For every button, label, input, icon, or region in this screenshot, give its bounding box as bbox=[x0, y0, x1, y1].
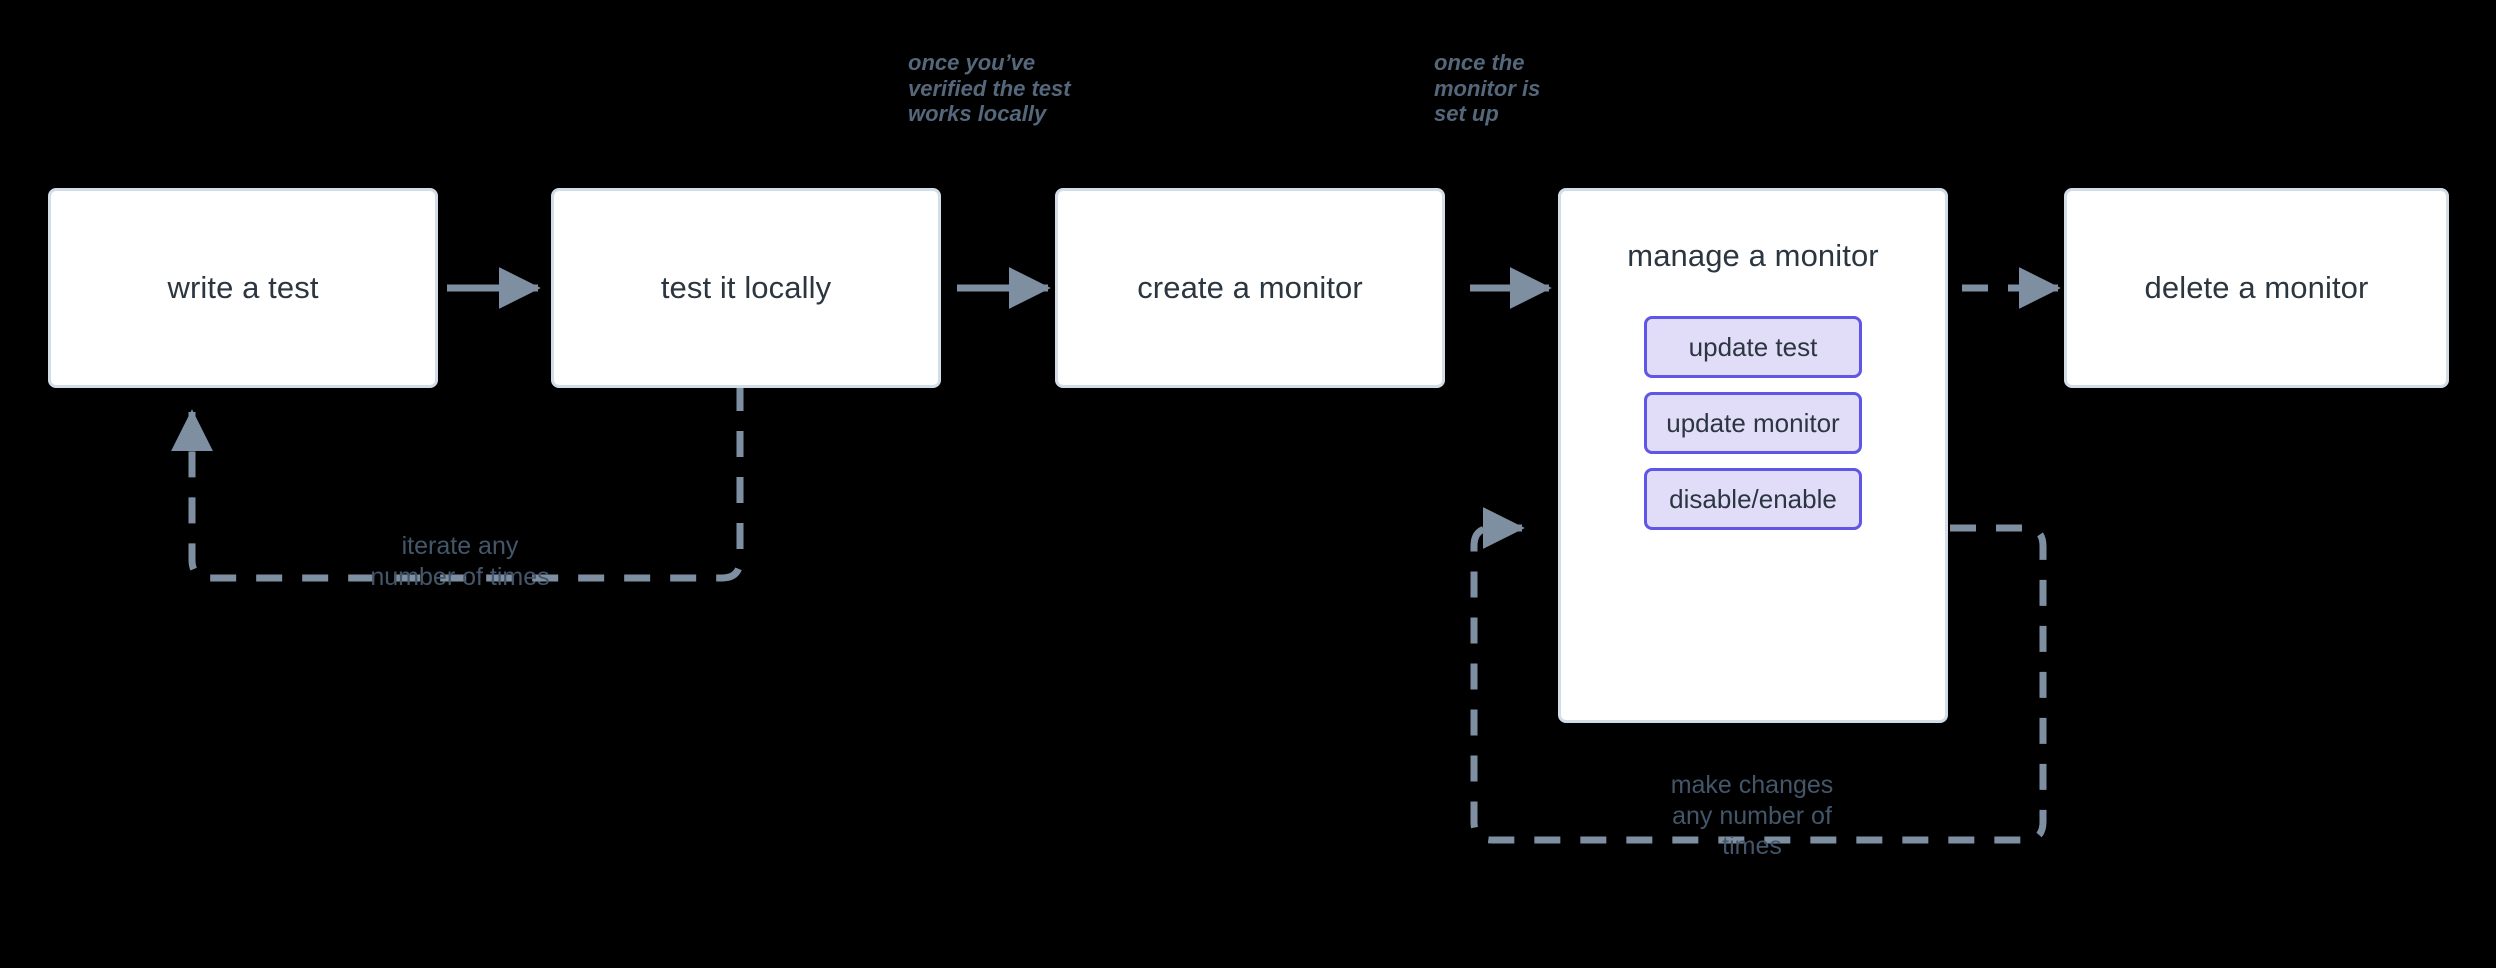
node-delete-a-monitor[interactable]: delete a monitor bbox=[2064, 188, 2449, 388]
subnode-disable-enable[interactable]: disable/enable bbox=[1644, 468, 1862, 531]
edge-note-once-set-up: once the monitor is set up bbox=[1434, 50, 1541, 127]
subnode-label-update-test: update test bbox=[1688, 331, 1818, 362]
node-label-manage-a-monitor: manage a monitor bbox=[1627, 238, 1879, 273]
subnode-update-monitor[interactable]: update monitor bbox=[1644, 392, 1862, 455]
node-label-test-it-locally: test it locally bbox=[660, 270, 832, 306]
loop-note-iterate: iterate any number of times bbox=[370, 532, 550, 591]
node-label-write-a-test: write a test bbox=[167, 270, 319, 306]
node-label-create-a-monitor: create a monitor bbox=[1137, 270, 1363, 306]
node-write-a-test[interactable]: write a test bbox=[48, 188, 438, 388]
subnode-update-test[interactable]: update test bbox=[1644, 316, 1862, 379]
node-label-delete-a-monitor: delete a monitor bbox=[2144, 270, 2369, 306]
subnode-label-update-monitor: update monitor bbox=[1666, 407, 1840, 438]
subnode-label-disable-enable: disable/enable bbox=[1669, 483, 1837, 514]
manage-a-monitor-actions: update test update monitor disable/enabl… bbox=[1561, 316, 1945, 531]
node-create-a-monitor[interactable]: create a monitor bbox=[1055, 188, 1445, 388]
node-manage-a-monitor[interactable]: manage a monitor update test update moni… bbox=[1558, 188, 1948, 723]
node-test-it-locally[interactable]: test it locally bbox=[551, 188, 941, 388]
edge-note-once-verified: once you’ve verified the test works loca… bbox=[908, 50, 1071, 127]
loop-note-make-changes: make changes any number of times bbox=[1670, 771, 1834, 860]
